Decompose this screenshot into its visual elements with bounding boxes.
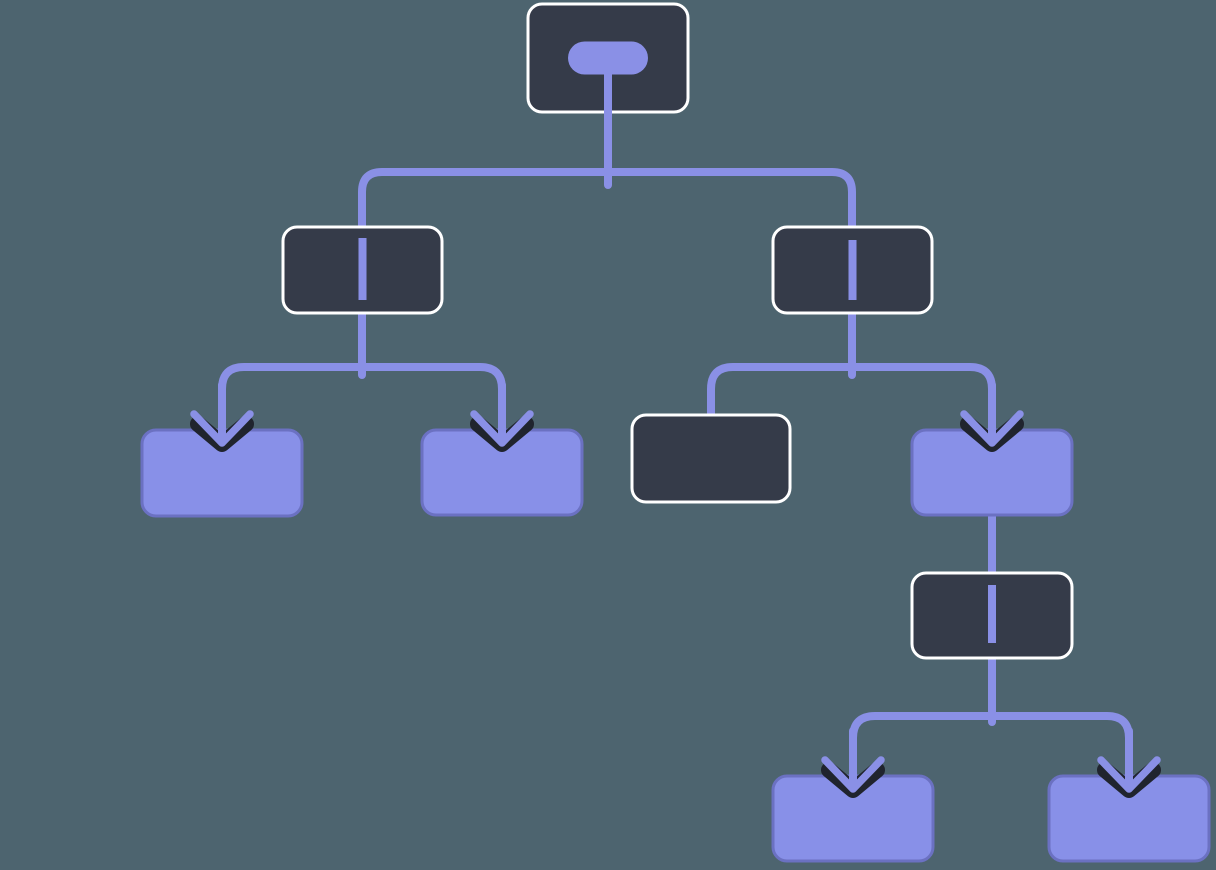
node-leaf-mid-left-arrowhead-icon xyxy=(470,410,534,447)
edge-level-2-right-branch xyxy=(707,363,996,422)
node-leaf-bottom-right-arrowhead-icon xyxy=(1097,756,1161,793)
node-leaf-far-left-arrowhead-icon xyxy=(190,410,254,447)
node-leaf-bottom-left-arrowhead-icon xyxy=(821,756,885,793)
node-plain-dark-node[interactable] xyxy=(630,413,792,504)
arrow-layer xyxy=(190,381,1161,798)
edge-level-1-branch xyxy=(358,168,856,379)
node-mid-right-purple-arrowhead-icon xyxy=(960,410,1024,447)
node-root-pill xyxy=(568,41,648,75)
node-layer xyxy=(140,2,1211,863)
edge-level-2-left-branch xyxy=(218,363,506,420)
node-decoration-layer xyxy=(358,41,996,643)
